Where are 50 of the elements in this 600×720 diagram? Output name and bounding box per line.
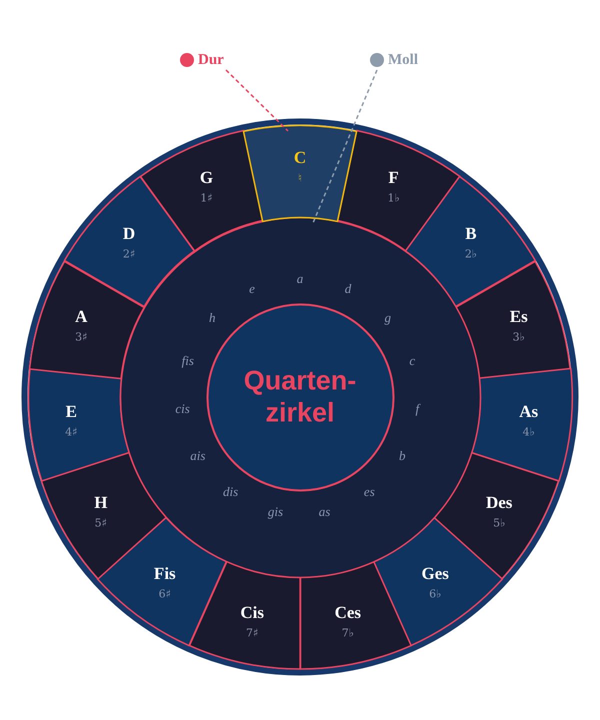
leader-line (312, 70, 378, 224)
key-name: C (294, 148, 306, 168)
key-name: A (75, 306, 88, 327)
minor-key-name: ais (190, 448, 206, 464)
key-signature: 2♯ (122, 248, 136, 261)
key-signature: 4♯ (65, 426, 78, 439)
key-signature: 5♭ (493, 516, 506, 530)
minor-key-name: fis (182, 352, 194, 369)
minor-key-name: dis (223, 484, 238, 500)
callout-label: Dur (198, 51, 224, 69)
key-name: Cis (240, 602, 264, 623)
key-signature: 1♭ (387, 191, 400, 204)
callout-label: Moll (388, 51, 418, 69)
key-signature: 3♯ (75, 330, 88, 344)
key-name: H (94, 492, 108, 513)
minor-key-name: h (209, 310, 216, 326)
minor-key-name: f (416, 401, 420, 418)
key-signature: 7♭ (342, 626, 354, 640)
minor-key-name: c (409, 352, 416, 369)
minor-key-name: d (344, 281, 352, 298)
minor-key-name: e (249, 281, 255, 298)
key-signature: 6♯ (158, 588, 171, 601)
key-name: Fis (154, 564, 176, 584)
key-signature: 7♯ (246, 626, 258, 640)
center-title: Quarten- zirkel (242, 364, 358, 430)
minor-key-name: as (318, 504, 330, 520)
key-signature: 4♭ (522, 426, 535, 439)
key-signature: ♮ (298, 172, 302, 184)
leader-line (225, 69, 289, 132)
key-signature: 6♭ (429, 588, 442, 601)
key-signature: 3♭ (512, 330, 525, 344)
key-name: D (122, 224, 136, 244)
key-signature: 2♭ (464, 248, 477, 261)
key-name: E (66, 402, 77, 422)
key-name: G (200, 168, 214, 188)
minor-key-name: g (384, 310, 391, 326)
key-name: B (465, 224, 477, 244)
key-name: Des (486, 492, 512, 513)
minor-key-name: gis (268, 504, 284, 520)
key-name: As (519, 402, 538, 422)
key-signature: 1♯ (200, 191, 213, 204)
key-signature: 5♯ (94, 516, 107, 530)
minor-key-name: b (398, 448, 406, 464)
minor-key-name: a (296, 271, 304, 287)
key-name: Ges (421, 564, 449, 584)
key-name: F (388, 168, 399, 188)
key-name: Es (510, 306, 528, 327)
minor-key-name: es (364, 484, 375, 500)
key-name: Ces (334, 602, 362, 623)
minor-key-name: cis (175, 401, 190, 418)
